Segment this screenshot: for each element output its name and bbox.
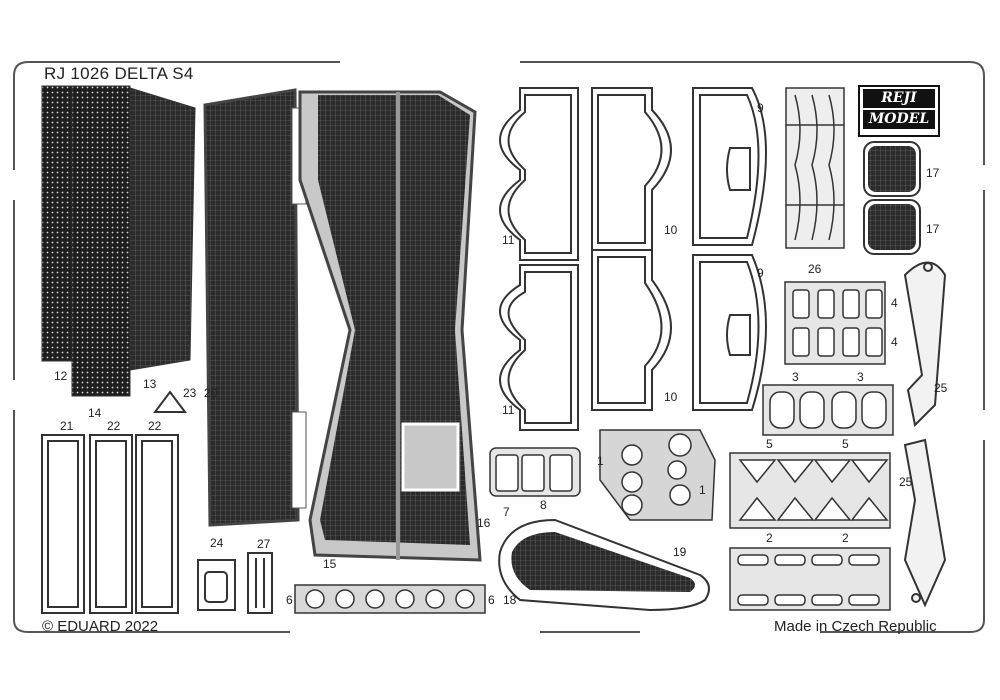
part-9-frames [692, 87, 767, 411]
part-number-14: 14 [88, 406, 102, 420]
reji-model-logo: REJI MODEL [858, 85, 940, 137]
part-number-9b: 9 [757, 266, 764, 280]
part-21-22-frames [41, 434, 179, 614]
logo-line-2: MODEL [863, 110, 935, 129]
part-number-2a: 2 [766, 531, 773, 545]
part-number-26: 26 [808, 262, 822, 276]
part-5-triangles [729, 452, 891, 529]
part-number-2b: 2 [842, 531, 849, 545]
part-number-12: 12 [54, 369, 68, 383]
part-23-triangle [153, 390, 187, 413]
part-4-clips [784, 281, 886, 365]
part-number-4a: 4 [891, 296, 898, 310]
logo-line-1: REJI [863, 89, 935, 108]
part-19-mesh-wedge [498, 518, 710, 612]
part-10-frames [591, 87, 672, 411]
part-24-27-brackets [197, 552, 273, 614]
copyright-text: © EDUARD 2022 [42, 618, 159, 635]
part-number-1b: 1 [699, 483, 706, 497]
part-1-plate [599, 429, 716, 521]
part-number-23: 23 [183, 386, 197, 400]
part-number-5b: 5 [842, 437, 849, 451]
part-number-11b: 11 [502, 403, 515, 417]
origin-text: Made in Czech Republic [774, 618, 937, 635]
part-number-22a: 22 [107, 419, 121, 433]
part-number-5a: 5 [766, 437, 773, 451]
part-number-8: 8 [540, 498, 547, 512]
part-number-19: 19 [673, 545, 687, 559]
part-number-11a: 11 [502, 233, 515, 247]
part-number-20: 20 [204, 386, 218, 400]
part-3-latches [762, 384, 894, 436]
part-2-hinges [729, 547, 891, 611]
part-number-24: 24 [210, 536, 224, 550]
part-20-floor-panel [203, 88, 307, 527]
part-number-22b: 22 [148, 419, 162, 433]
fret-title: RJ 1026 DELTA S4 [44, 64, 194, 83]
part-number-27: 27 [257, 537, 271, 551]
part-number-25a: 25 [934, 381, 948, 395]
part-number-25b: 25 [899, 475, 913, 489]
part-number-3a: 3 [792, 370, 799, 384]
part-25-brackets [903, 261, 947, 608]
part-7-8-plates [489, 447, 581, 497]
part-12-mesh-panel [41, 85, 196, 397]
part-number-10a: 10 [664, 223, 678, 237]
part-number-9a: 9 [757, 101, 764, 115]
fret-frame [13, 61, 985, 633]
part-number-7: 7 [503, 505, 510, 519]
part-17-mesh-squares [863, 141, 921, 255]
part-26-springs [785, 87, 845, 249]
part-number-18: 18 [503, 593, 517, 607]
part-number-13: 13 [143, 377, 157, 391]
part-number-16: 16 [477, 516, 491, 530]
part-number-21: 21 [60, 419, 74, 433]
part-number-10b: 10 [664, 390, 678, 404]
part-number-17b: 17 [926, 222, 940, 236]
part-number-4b: 4 [891, 335, 898, 349]
part-number-17a: 17 [926, 166, 940, 180]
part-11-frames [499, 87, 579, 431]
part-18-row [294, 584, 486, 614]
part-number-15: 15 [323, 557, 337, 571]
part-15-16-main-panel [298, 90, 482, 562]
part-number-3b: 3 [857, 370, 864, 384]
part-number-6b: 6 [488, 593, 495, 607]
part-number-6a: 6 [286, 593, 293, 607]
part-number-1a: 1 [597, 454, 604, 468]
